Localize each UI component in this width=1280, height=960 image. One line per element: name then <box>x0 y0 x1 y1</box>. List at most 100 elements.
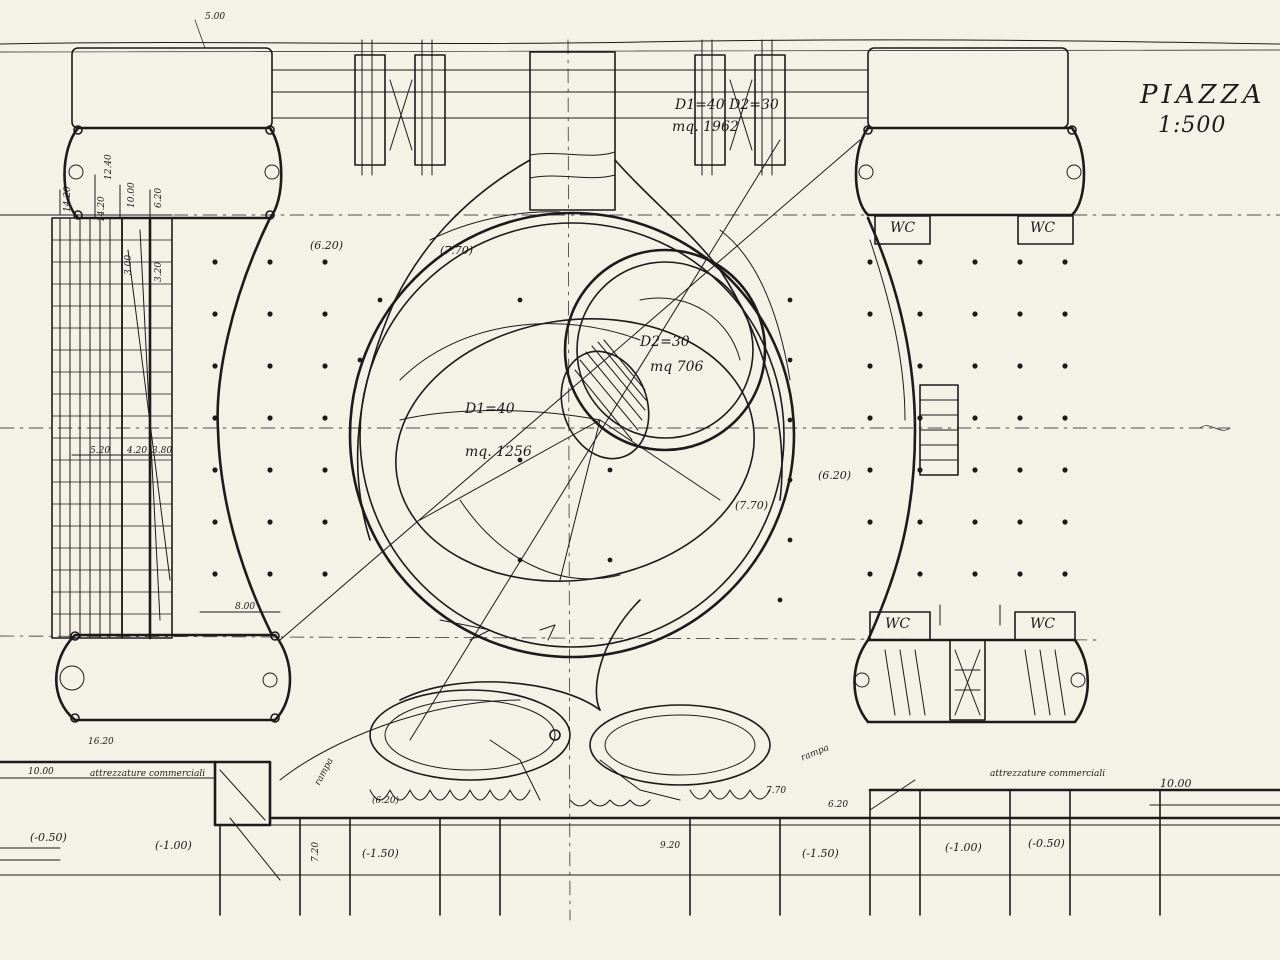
dim-1420-a: 14.20 <box>63 186 73 212</box>
central-tower <box>529 51 616 211</box>
column-dot <box>377 297 383 303</box>
column-dot <box>1017 259 1023 265</box>
level-lower-ramp-right: 7.70 <box>766 786 787 796</box>
column-dot <box>267 259 273 265</box>
column-dot <box>972 571 978 577</box>
note-commercial-right: attrezzature commerciali <box>990 769 1106 779</box>
column-dot <box>212 415 218 421</box>
level-section-1620: 16.20 <box>88 737 114 747</box>
column-dot <box>787 417 793 423</box>
note-commercial-left: attrezzature commerciali <box>90 769 206 779</box>
column-dot <box>267 519 273 525</box>
column-dot <box>517 457 523 463</box>
dim-520: 5.20 <box>90 446 111 456</box>
dim-1000: 10.00 <box>127 182 137 208</box>
bottom-right-building <box>853 604 1090 724</box>
column-dots <box>212 259 1068 603</box>
level-minus-150-left: (-1.50) <box>362 847 399 860</box>
bottom-left-building <box>55 631 292 723</box>
column-dot <box>322 571 328 577</box>
axis-lines <box>0 39 1280 921</box>
column-dot <box>972 519 978 525</box>
column-dot <box>212 363 218 369</box>
column-dot <box>212 259 218 265</box>
top-note-area: mq. 1962 <box>672 119 739 135</box>
column-dot <box>607 467 613 473</box>
level-minus-050-left: (-0.50) <box>30 831 67 844</box>
column-dot <box>972 259 978 265</box>
lower-ramp <box>369 689 771 801</box>
column-dot <box>777 597 783 603</box>
level-section-620: 6.20 <box>828 800 849 810</box>
column-dot <box>917 363 923 369</box>
wc-label-2: WC <box>1030 220 1056 236</box>
top-left-building <box>63 47 283 220</box>
dim-1420-b: 14.20 <box>97 196 107 222</box>
column-dot <box>1062 467 1068 473</box>
column-dot <box>267 571 273 577</box>
right-upper-services <box>874 215 1074 476</box>
column-dot <box>972 363 978 369</box>
top-crossings <box>271 39 869 176</box>
column-dot <box>212 467 218 473</box>
column-dot <box>1062 363 1068 369</box>
column-dot <box>787 357 793 363</box>
column-dot <box>212 519 218 525</box>
column-dot <box>1062 519 1068 525</box>
column-dot <box>1017 467 1023 473</box>
column-dot <box>212 571 218 577</box>
column-dot <box>267 467 273 473</box>
column-dot <box>322 415 328 421</box>
dim-720: 7.20 <box>311 841 321 862</box>
column-dot <box>517 297 523 303</box>
column-dot <box>267 363 273 369</box>
column-dot <box>1062 311 1068 317</box>
small-circle <box>560 248 767 460</box>
column-dot <box>867 311 873 317</box>
small-circle-area: mq 706 <box>650 359 704 375</box>
level-top-corner: 5.00 <box>205 12 226 22</box>
column-dot <box>267 311 273 317</box>
column-dot <box>972 311 978 317</box>
column-dot <box>867 259 873 265</box>
column-dot <box>867 467 873 473</box>
wc-label-4: WC <box>1030 616 1056 632</box>
left-tower-grid <box>51 216 173 640</box>
column-dot <box>867 571 873 577</box>
column-dot <box>322 519 328 525</box>
sweeping-curves <box>279 139 861 781</box>
column-dot <box>972 467 978 473</box>
section-strip <box>0 760 1280 916</box>
column-dot <box>917 259 923 265</box>
column-dot <box>357 357 363 363</box>
column-dot <box>322 259 328 265</box>
dim-800: 8.00 <box>235 602 256 612</box>
column-dot <box>1017 415 1023 421</box>
column-dot <box>322 363 328 369</box>
column-dot <box>607 557 613 563</box>
wc-label-1: WC <box>890 220 916 236</box>
level-minus-150-right: (-1.50) <box>802 847 839 860</box>
column-dot <box>1062 259 1068 265</box>
column-dot <box>867 363 873 369</box>
dim-1240: 12.40 <box>104 154 114 180</box>
column-dot <box>917 311 923 317</box>
level-circle-right: (7.70) <box>735 499 769 512</box>
dim-300: 3.00 <box>124 254 134 275</box>
column-dot <box>267 415 273 421</box>
column-dot <box>1017 311 1023 317</box>
level-minus-100-right: (-1.00) <box>945 841 982 854</box>
column-dot <box>787 297 793 303</box>
column-dot <box>1017 363 1023 369</box>
wc-label-3: WC <box>885 616 911 632</box>
dim-320: 3.20 <box>154 261 164 282</box>
dim-420: 4.20 <box>127 446 148 456</box>
level-right-plaza: (6.20) <box>818 469 852 482</box>
column-dot <box>867 519 873 525</box>
column-dot <box>1062 415 1068 421</box>
column-dot <box>1017 571 1023 577</box>
level-left-plaza: (6.20) <box>310 239 344 252</box>
top-note-diameters: D1=40 D2=30 <box>675 97 779 113</box>
